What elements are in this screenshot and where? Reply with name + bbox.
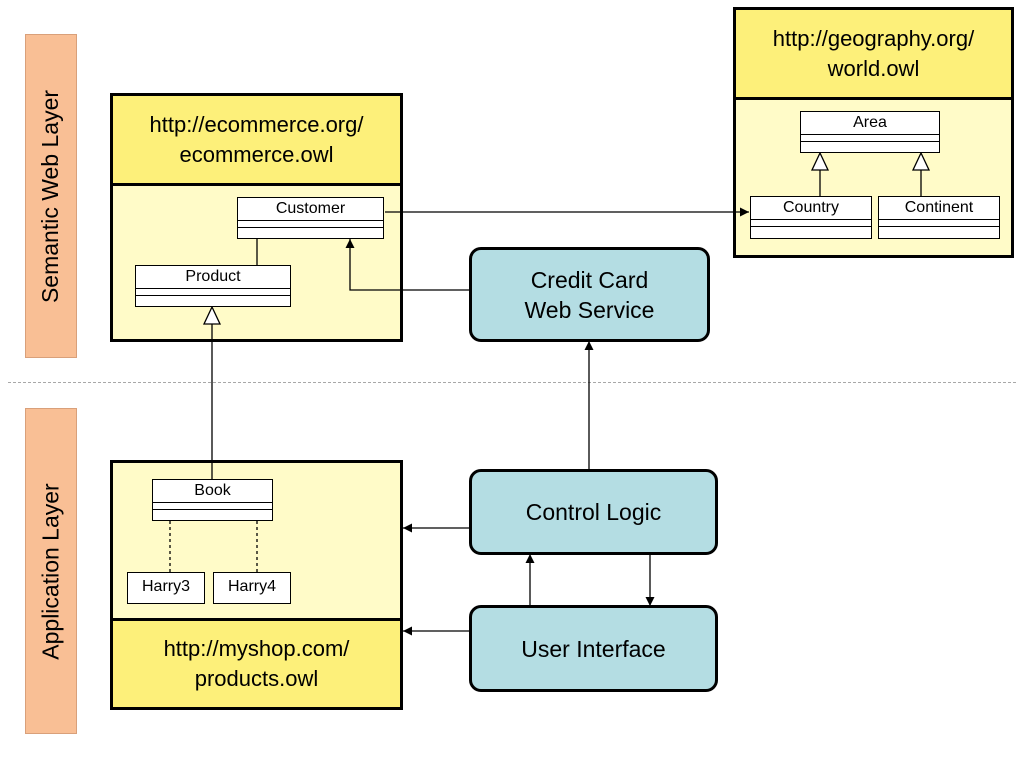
credit-card-label-line2: Web Service xyxy=(524,296,655,323)
area-generalization-arrowhead-left xyxy=(810,151,830,171)
ecommerce-ontology-url-line2: ecommerce.owl xyxy=(179,141,334,167)
user-interface-label: User Interface xyxy=(521,635,666,662)
class-area: Area xyxy=(800,111,940,153)
class-country-label: Country xyxy=(751,197,871,220)
myshop-ontology-header: http://myshop.com/ products.owl xyxy=(113,618,400,707)
geography-ontology-url-line2: world.owl xyxy=(827,55,920,81)
geography-ontology-url-line1: http://geography.org/ xyxy=(772,25,975,51)
instance-harry3: Harry3 xyxy=(127,572,205,604)
product-generalization-arrowhead xyxy=(202,305,222,325)
ecommerce-ontology-header: http://ecommerce.org/ ecommerce.owl xyxy=(113,96,400,186)
class-area-label: Area xyxy=(801,112,939,135)
application-layer-label: Application Layer xyxy=(25,408,77,734)
class-customer-label: Customer xyxy=(238,198,383,221)
class-product: Product xyxy=(135,265,291,307)
user-interface-box[interactable]: User Interface xyxy=(469,605,718,692)
credit-card-web-service-box[interactable]: Credit Card Web Service xyxy=(469,247,710,342)
class-customer: Customer xyxy=(237,197,384,239)
class-country: Country xyxy=(750,196,872,239)
ecommerce-ontology-url-line1: http://ecommerce.org/ xyxy=(149,111,364,137)
myshop-ontology-url-line2: products.owl xyxy=(194,666,319,691)
control-logic-box[interactable]: Control Logic xyxy=(469,469,718,555)
control-logic-label: Control Logic xyxy=(525,499,662,525)
class-continent: Continent xyxy=(878,196,1000,239)
semantic-web-layer-label: Semantic Web Layer xyxy=(25,34,77,358)
class-book: Book xyxy=(152,479,273,521)
creditcard-customer-link xyxy=(345,239,471,291)
geography-ontology-header: http://geography.org/ world.owl xyxy=(736,10,1011,100)
myshop-ontology-url-line1: http://myshop.com/ xyxy=(163,636,350,661)
instance-harry4: Harry4 xyxy=(213,572,291,604)
area-generalization-arrowhead-right xyxy=(911,151,931,171)
class-continent-label: Continent xyxy=(879,197,999,220)
credit-card-label-line1: Credit Card xyxy=(530,266,649,293)
layer-separator xyxy=(8,382,1016,383)
class-book-label: Book xyxy=(153,480,272,503)
class-product-label: Product xyxy=(136,266,290,289)
